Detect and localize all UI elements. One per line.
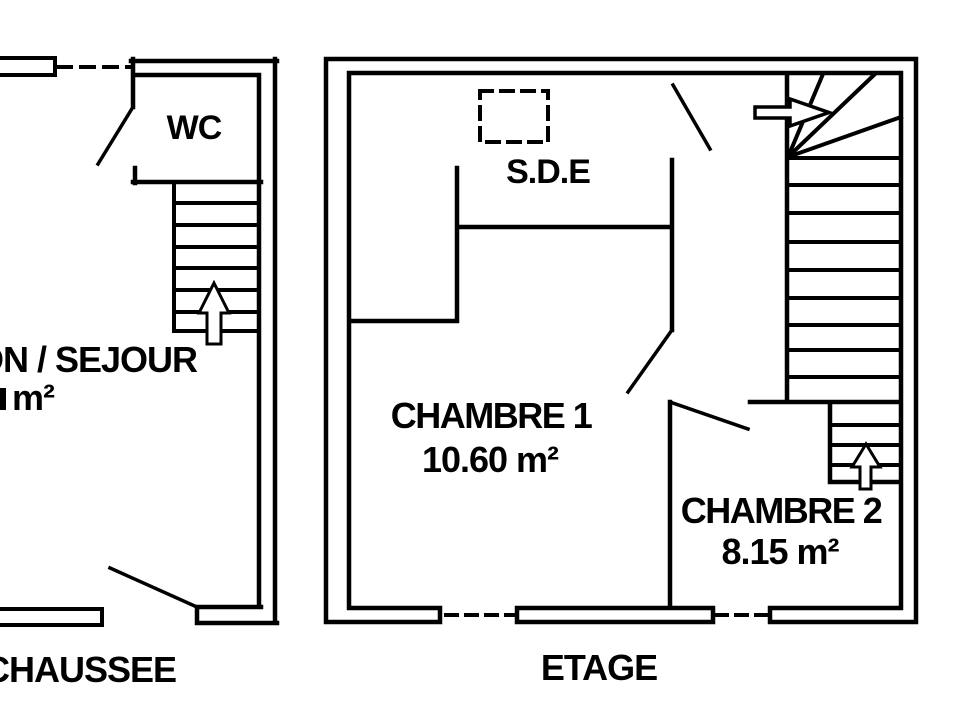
room-label-sde: S.D.E [506,153,591,191]
window-symbol [0,56,57,77]
room-label-chambre2: CHAMBRE 2 [680,490,883,531]
ground-floor-plan [0,56,280,627]
wall-segment [0,607,104,627]
clipped-text-fragment [0,388,6,410]
etage-walls [323,56,919,625]
room-area-sejour: m² [12,377,55,418]
upper-floor-plan [323,56,919,625]
ground-floor-walls [128,56,280,626]
up-arrow-icon [849,441,883,491]
floor-caption-etage: ETAGE [540,647,658,688]
door-leaf [625,82,751,432]
room-area-chambre2: 8.15 m² [721,531,839,572]
up-arrow-icon [196,279,232,346]
room-label-wc: WC [166,109,223,147]
floor-caption-chaussee: CHAUSSEE [0,649,177,690]
room-label-sejour: ON / SEJOUR [0,339,198,380]
door-leaf [95,104,200,610]
shower-tray-dashed [478,89,550,144]
etage-stairs-treads [785,156,903,467]
room-label-chambre1: CHAMBRE 1 [390,395,593,436]
right-arrow-icon [753,96,835,129]
room-area-chambre1: 10.60 m² [421,439,559,480]
